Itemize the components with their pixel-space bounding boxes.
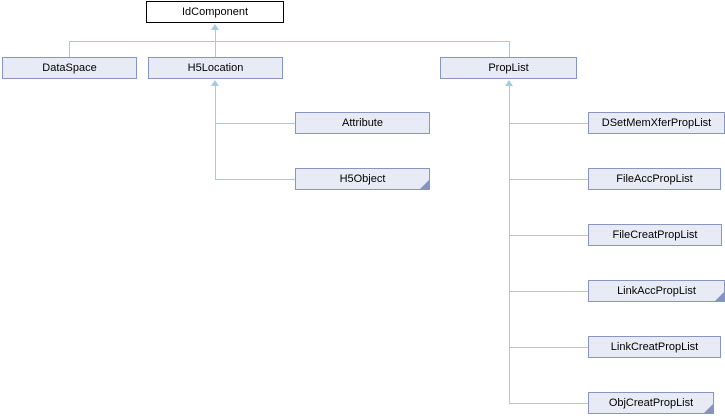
connector-line bbox=[509, 84, 510, 404]
node-label: FileAccPropList bbox=[616, 173, 693, 185]
connector-line bbox=[509, 235, 588, 236]
node-dataspace[interactable]: DataSpace bbox=[2, 57, 137, 79]
connector-line bbox=[215, 123, 295, 124]
node-idcomponent[interactable]: IdComponent bbox=[146, 1, 284, 23]
connector-line bbox=[69, 41, 70, 57]
node-label: H5Location bbox=[187, 62, 244, 74]
node-label: LinkCreatPropList bbox=[610, 341, 699, 353]
node-label: ObjCreatPropList bbox=[608, 397, 694, 409]
connector-line bbox=[509, 179, 588, 180]
connector-line bbox=[509, 291, 588, 292]
connector-line bbox=[69, 41, 510, 42]
node-proplist[interactable]: PropList bbox=[440, 57, 577, 79]
inheritance-arrow-icon bbox=[505, 80, 513, 86]
connector-line bbox=[509, 347, 588, 348]
fold-corner-icon bbox=[715, 292, 724, 301]
node-dsetmemxferproplist[interactable]: DSetMemXferPropList bbox=[588, 112, 725, 134]
node-label: DataSpace bbox=[42, 62, 97, 74]
connector-line bbox=[215, 26, 216, 57]
node-attribute[interactable]: Attribute bbox=[295, 112, 430, 134]
node-h5object[interactable]: H5Object bbox=[295, 168, 430, 190]
node-label: IdComponent bbox=[181, 6, 249, 18]
connector-line bbox=[509, 41, 510, 57]
node-objcreatproplist[interactable]: ObjCreatPropList bbox=[588, 392, 714, 414]
node-linkcreatproplist[interactable]: LinkCreatPropList bbox=[588, 336, 721, 358]
node-label: PropList bbox=[488, 62, 529, 74]
connector-line bbox=[215, 84, 216, 180]
node-label: Attribute bbox=[342, 117, 383, 129]
node-fileaccproplist[interactable]: FileAccPropList bbox=[588, 168, 721, 190]
node-h5location[interactable]: H5Location bbox=[148, 57, 283, 79]
node-label: DSetMemXferPropList bbox=[601, 117, 712, 129]
node-linkaccproplist[interactable]: LinkAccPropList bbox=[588, 280, 725, 302]
fold-corner-icon bbox=[704, 404, 713, 413]
node-filecreatproplist[interactable]: FileCreatPropList bbox=[588, 224, 722, 246]
inheritance-arrow-icon bbox=[211, 80, 219, 86]
node-label: H5Object bbox=[339, 173, 386, 185]
connector-line bbox=[215, 179, 295, 180]
node-label: LinkAccPropList bbox=[617, 285, 696, 297]
node-label: FileCreatPropList bbox=[612, 229, 698, 241]
connector-line bbox=[509, 403, 588, 404]
inheritance-arrow-icon bbox=[211, 24, 219, 30]
fold-corner-icon bbox=[420, 180, 429, 189]
connector-line bbox=[509, 123, 588, 124]
